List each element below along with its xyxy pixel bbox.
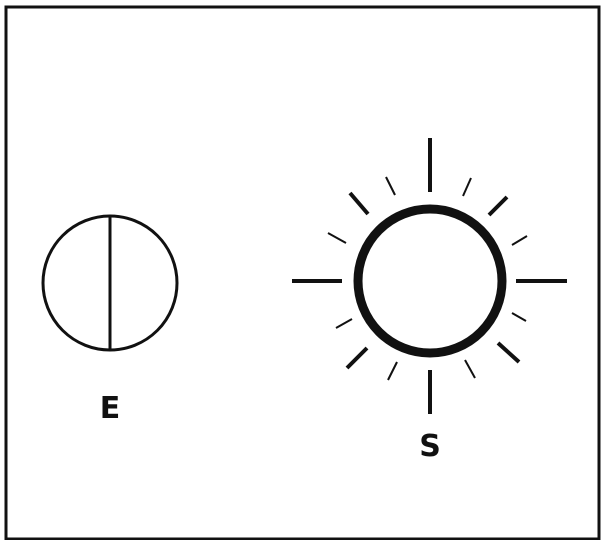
sun-ray-sw xyxy=(347,348,367,368)
frame-border xyxy=(6,7,599,539)
sun-ray-ne xyxy=(489,197,507,215)
sun-ray-se xyxy=(498,343,519,362)
sun-core xyxy=(358,209,502,353)
sun-ray-nne xyxy=(463,178,471,196)
sun-ray-ene xyxy=(512,236,527,245)
sun-ray-wnw xyxy=(328,233,346,243)
sun-ray-wsw xyxy=(336,319,352,328)
symbol-s-label: S xyxy=(419,429,441,464)
sun-ray-ssw xyxy=(388,362,397,380)
symbol-e-label: E xyxy=(100,391,121,426)
symbol-s-icon xyxy=(292,138,567,414)
symbol-e-icon xyxy=(43,216,177,350)
sun-ray-ese xyxy=(512,313,526,321)
sun-ray-sse xyxy=(465,360,475,378)
sun-ray-nw xyxy=(350,193,368,214)
sun-rays xyxy=(292,138,567,414)
sun-ray-nnw xyxy=(386,177,395,195)
